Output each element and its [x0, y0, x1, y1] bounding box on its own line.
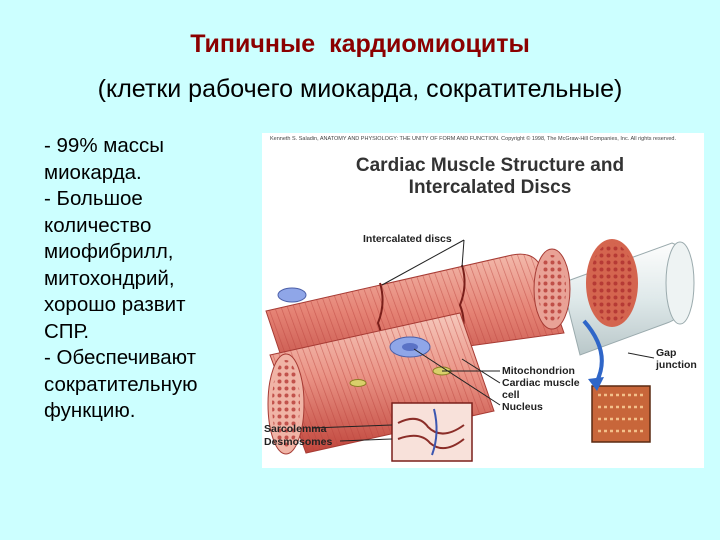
- bullet-line: - Обеспечивают: [44, 345, 264, 372]
- label-nucleus: Nucleus: [502, 401, 543, 413]
- label-gap-junction: Gap junction: [656, 347, 697, 371]
- label-sarcolemma: Sarcolemma: [264, 423, 326, 435]
- label-desmosomes: Desmosomes: [264, 436, 332, 448]
- myofibril-bundle: [586, 239, 638, 327]
- tube-end: [666, 242, 694, 324]
- bullet-line: - Большое: [44, 186, 264, 213]
- bullet-line: хорошо развит: [44, 292, 264, 319]
- slide-subtitle: (клетки рабочего миокарда, сократительны…: [0, 75, 720, 104]
- figure-title-line: Intercalated Discs: [310, 177, 670, 199]
- label-cardiac-muscle-cell: Cardiac muscle cell: [502, 377, 580, 401]
- label-line: junction: [656, 359, 697, 371]
- slide-title: Типичные кардиомиоциты: [0, 30, 720, 59]
- bullet-line: - 99% массы: [44, 133, 264, 160]
- label-intercalated-discs: Intercalated discs: [363, 233, 452, 245]
- figure-credit: Kenneth S. Saladin, ANATOMY AND PHYSIOLO…: [270, 136, 676, 142]
- cardiac-muscle-figure: Kenneth S. Saladin, ANATOMY AND PHYSIOLO…: [262, 133, 704, 468]
- bullet-line: митохондрий,: [44, 266, 264, 293]
- label-line: cell: [502, 389, 580, 401]
- bullet-line: СПР.: [44, 319, 264, 346]
- label-mitochondrion: Mitochondrion: [502, 365, 575, 377]
- bullet-line: сократительную: [44, 372, 264, 399]
- figure-title-line: Cardiac Muscle Structure and: [310, 155, 670, 177]
- mitochondrion-shape: [350, 380, 366, 387]
- bullet-line: миофибрилл,: [44, 239, 264, 266]
- nucleus-shape: [278, 288, 306, 302]
- label-line: Gap: [656, 347, 697, 359]
- bullet-line: миокарда.: [44, 160, 264, 187]
- bullet-line: количество: [44, 213, 264, 240]
- label-line: Cardiac muscle: [502, 377, 580, 389]
- bullet-line: функцию.: [44, 398, 264, 425]
- bullet-list: - 99% массы миокарда. - Большое количест…: [44, 133, 264, 425]
- figure-title: Cardiac Muscle Structure and Intercalate…: [310, 155, 670, 199]
